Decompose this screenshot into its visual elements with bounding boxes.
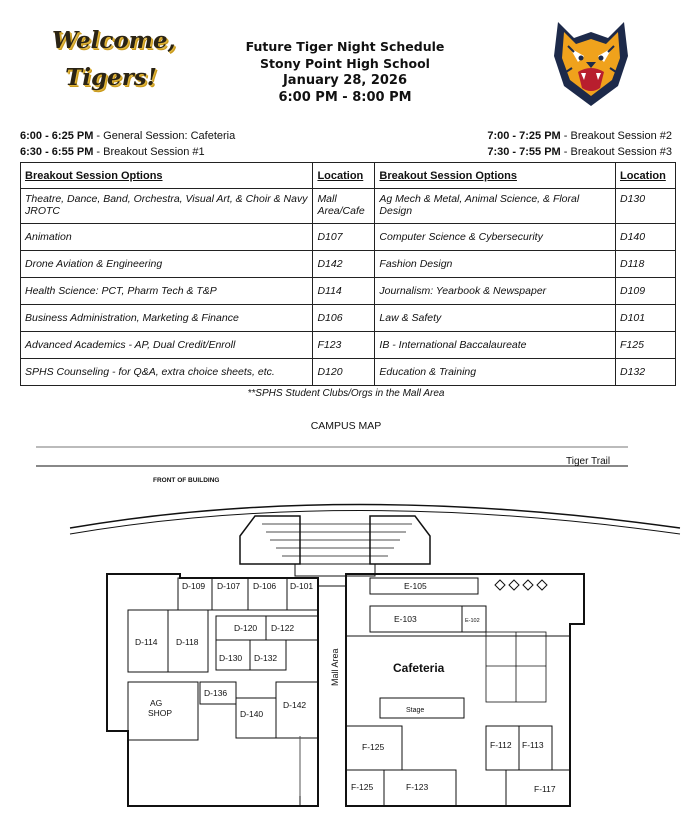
welcome-line-1: Welcome, bbox=[52, 27, 176, 54]
location-cell: D142 bbox=[312, 250, 376, 278]
welcome-logo-text: Welcome, Tigers! bbox=[52, 22, 176, 96]
room-ag-line1: AG bbox=[150, 698, 162, 708]
room-d101: D-101 bbox=[290, 581, 313, 591]
header-options-1: Breakout Session Options bbox=[19, 162, 314, 189]
room-f112: F-112 bbox=[490, 740, 512, 750]
room-d109: D-109 bbox=[182, 581, 205, 591]
table-row: Advanced Academics - AP, Dual Credit/Enr… bbox=[19, 331, 677, 359]
room-e105: E-105 bbox=[404, 581, 427, 591]
session-cell: Theatre, Dance, Band, Orchestra, Visual … bbox=[19, 188, 314, 224]
session-cell: Fashion Design bbox=[374, 250, 616, 278]
location-cell: D101 bbox=[614, 304, 677, 332]
session-cell: Drone Aviation & Engineering bbox=[19, 250, 314, 278]
event-date: January 28, 2026 bbox=[282, 73, 408, 88]
room-d120: D-120 bbox=[234, 623, 257, 633]
front-of-building-label: FRONT OF BUILDING bbox=[153, 477, 219, 484]
schedule-left-2: 6:30 - 6:55 PM - Breakout Session #1 bbox=[20, 146, 205, 158]
session-cell: Law & Safety bbox=[374, 304, 616, 332]
session-cell: Health Science: PCT, Pharm Tech & T&P bbox=[19, 277, 314, 305]
session-cell: Animation bbox=[19, 223, 314, 251]
room-d136: D-136 bbox=[204, 688, 227, 698]
room-f125b: F-125 bbox=[351, 782, 373, 792]
page-title: Future Tiger Night Schedule bbox=[245, 39, 445, 54]
campus-map: Tiger Trail FRONT OF BUILDING bbox=[36, 446, 681, 807]
table-row: Business Administration, Marketing & Fin… bbox=[19, 304, 677, 332]
welcome-line-2: Tigers! bbox=[65, 64, 157, 91]
breakout-table: Breakout Session Options Location Breako… bbox=[19, 162, 677, 386]
table-header-row: Breakout Session Options Location Breako… bbox=[19, 162, 677, 189]
room-d132: D-132 bbox=[254, 653, 277, 663]
session-cell: Journalism: Yearbook & Newspaper bbox=[374, 277, 616, 305]
cafeteria-label: Cafeteria bbox=[393, 661, 445, 675]
location-cell: D120 bbox=[312, 358, 376, 386]
room-f113: F-113 bbox=[522, 740, 544, 750]
table-row: Theatre, Dance, Band, Orchestra, Visual … bbox=[19, 188, 677, 224]
room-d107: D-107 bbox=[217, 581, 240, 591]
location-cell: Mall Area/Cafe bbox=[312, 188, 376, 224]
session-cell: Education & Training bbox=[374, 358, 616, 386]
session-cell: Computer Science & Cybersecurity bbox=[374, 223, 616, 251]
road-label: Tiger Trail bbox=[566, 456, 610, 467]
header-block: Future Tiger Night Schedule Stony Point … bbox=[220, 38, 470, 106]
schedule-left-1: 6:00 - 6:25 PM - General Session: Cafete… bbox=[20, 130, 236, 142]
location-cell: D132 bbox=[614, 358, 677, 386]
stage-label: Stage bbox=[406, 707, 424, 714]
room-d130: D-130 bbox=[219, 653, 242, 663]
session-cell: IB - International Baccalaureate bbox=[374, 331, 616, 359]
session-cell: Business Administration, Marketing & Fin… bbox=[19, 304, 314, 332]
room-d118: D-118 bbox=[176, 637, 199, 647]
header-location-1: Location bbox=[312, 162, 376, 189]
location-cell: F123 bbox=[312, 331, 376, 359]
room-d122: D-122 bbox=[271, 623, 294, 633]
room-d114: D-114 bbox=[135, 637, 158, 647]
room-f125a: F-125 bbox=[362, 742, 384, 752]
room-d142: D-142 bbox=[283, 700, 306, 710]
location-cell: F125 bbox=[614, 331, 677, 359]
location-cell: D130 bbox=[614, 188, 677, 224]
map-title: CAMPUS MAP bbox=[310, 420, 382, 432]
table-row: SPHS Counseling - for Q&A, extra choice … bbox=[19, 358, 677, 386]
room-f117: F-117 bbox=[534, 784, 556, 794]
location-cell: D109 bbox=[614, 277, 677, 305]
room-e103: E-103 bbox=[394, 614, 417, 624]
location-cell: D114 bbox=[312, 277, 376, 305]
session-cell: Advanced Academics - AP, Dual Credit/Enr… bbox=[19, 331, 314, 359]
session-cell: Ag Mech & Metal, Animal Science, & Flora… bbox=[374, 188, 616, 224]
room-f123: F-123 bbox=[406, 782, 428, 792]
schedule-right-2: 7:30 - 7:55 PM - Breakout Session #3 bbox=[487, 146, 672, 158]
location-cell: D118 bbox=[614, 250, 677, 278]
event-time: 6:00 PM - 8:00 PM bbox=[278, 90, 412, 105]
room-e102: E-102 bbox=[465, 618, 480, 624]
clubs-note: **SPHS Student Clubs/Orgs in the Mall Ar… bbox=[247, 388, 445, 399]
mall-area-label: Mall Area bbox=[330, 648, 340, 686]
room-ag-line2: SHOP bbox=[148, 708, 172, 718]
location-cell: D106 bbox=[312, 304, 376, 332]
room-d140: D-140 bbox=[240, 709, 263, 719]
room-d106: D-106 bbox=[253, 581, 276, 591]
schedule-right-1: 7:00 - 7:25 PM - Breakout Session #2 bbox=[487, 130, 672, 142]
header-location-2: Location bbox=[614, 162, 677, 189]
location-cell: D107 bbox=[312, 223, 376, 251]
header-options-2: Breakout Session Options bbox=[374, 162, 616, 189]
tiger-mascot-logo bbox=[554, 22, 628, 106]
school-name: Stony Point High School bbox=[260, 56, 430, 71]
location-cell: D140 bbox=[614, 223, 677, 251]
session-cell: SPHS Counseling - for Q&A, extra choice … bbox=[19, 358, 314, 386]
